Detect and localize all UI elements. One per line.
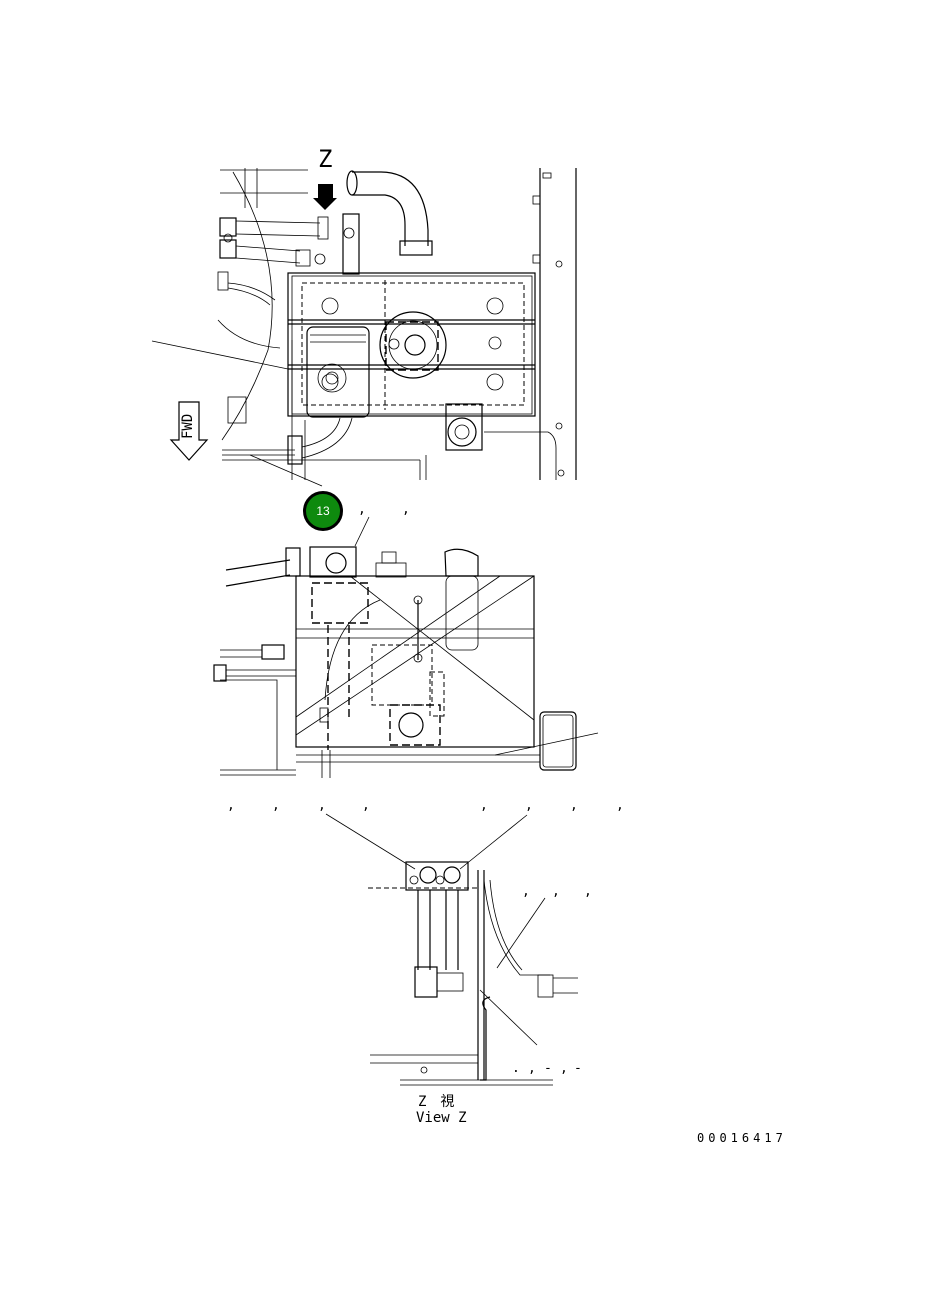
- callout-mark: ,: [402, 502, 410, 517]
- callout-mark: ,: [560, 1061, 568, 1076]
- top-view: [151, 168, 577, 487]
- callout-mark: ,: [362, 798, 370, 813]
- fwd-label: FWD: [180, 413, 196, 439]
- callout-mark: ,: [616, 798, 624, 813]
- callout-mark: ,: [552, 884, 560, 899]
- side-view: [213, 516, 599, 870]
- drawing-number: 00016417: [697, 1131, 787, 1145]
- callout-mark: ,: [584, 884, 592, 899]
- fwd-arrow-icon: [169, 401, 209, 461]
- callout-mark: ,: [272, 798, 280, 813]
- callout-mark: ,: [318, 798, 326, 813]
- view-z: [368, 861, 578, 1086]
- callout-mark: ,: [227, 798, 235, 813]
- callout-badge-13[interactable]: 13: [303, 491, 343, 531]
- callout-mark: -: [574, 1061, 582, 1076]
- callout-mark: ,: [570, 798, 578, 813]
- callout-mark: ,: [525, 798, 533, 813]
- callout-mark: ,: [528, 1061, 536, 1076]
- view-caption-en: View Z: [416, 1110, 467, 1126]
- callout-mark: ,: [522, 884, 530, 899]
- view-caption-jp: Z 視: [418, 1094, 455, 1110]
- callout-mark: ,: [480, 798, 488, 813]
- view-marker-z: Z: [318, 145, 333, 173]
- callout-mark: -: [544, 1061, 552, 1076]
- callout-mark: .: [512, 1061, 520, 1076]
- callout-mark: ,: [358, 502, 366, 517]
